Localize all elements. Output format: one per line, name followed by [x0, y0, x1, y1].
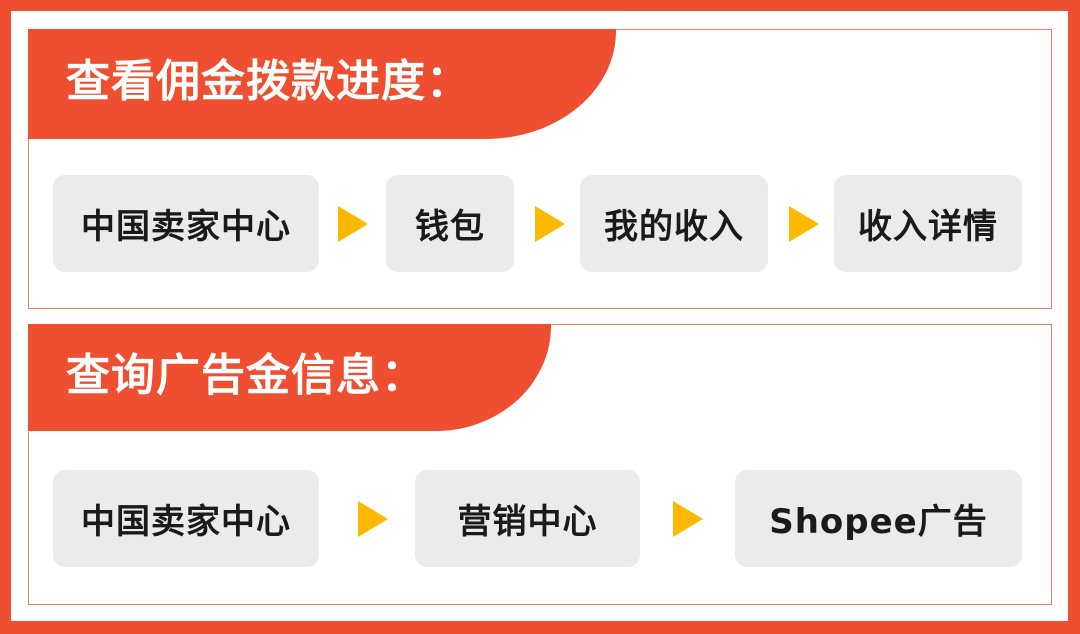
step-label: Shopee广告 [769, 502, 988, 542]
section-title: 查看佣金拨款进度： [66, 56, 471, 107]
section-title-tab: 查询广告金信息： [28, 324, 551, 431]
step-label: 我的收入 [604, 207, 744, 247]
triangle-right-icon [789, 206, 819, 242]
step-label: 营销中心 [457, 502, 598, 542]
section-title-tab: 查看佣金拨款进度： [28, 29, 616, 139]
triangle-right-icon [338, 206, 368, 242]
step-income-details: 收入详情 [834, 175, 1022, 272]
step-label: 钱包 [415, 207, 485, 247]
step-my-income: 我的收入 [580, 175, 768, 272]
section-title: 查询广告金信息： [66, 349, 426, 401]
step-seller-center: 中国卖家中心 [53, 470, 319, 567]
step-label: 收入详情 [858, 207, 998, 247]
triangle-right-icon [358, 501, 388, 537]
step-marketing-center: 营销中心 [415, 470, 640, 567]
step-label: 中国卖家中心 [81, 502, 291, 542]
triangle-right-icon [535, 206, 565, 242]
triangle-right-icon [673, 501, 703, 537]
step-wallet: 钱包 [386, 175, 514, 272]
step-seller-center: 中国卖家中心 [53, 175, 319, 272]
step-label: 中国卖家中心 [81, 207, 291, 247]
step-shopee-ads: Shopee广告 [735, 470, 1022, 567]
